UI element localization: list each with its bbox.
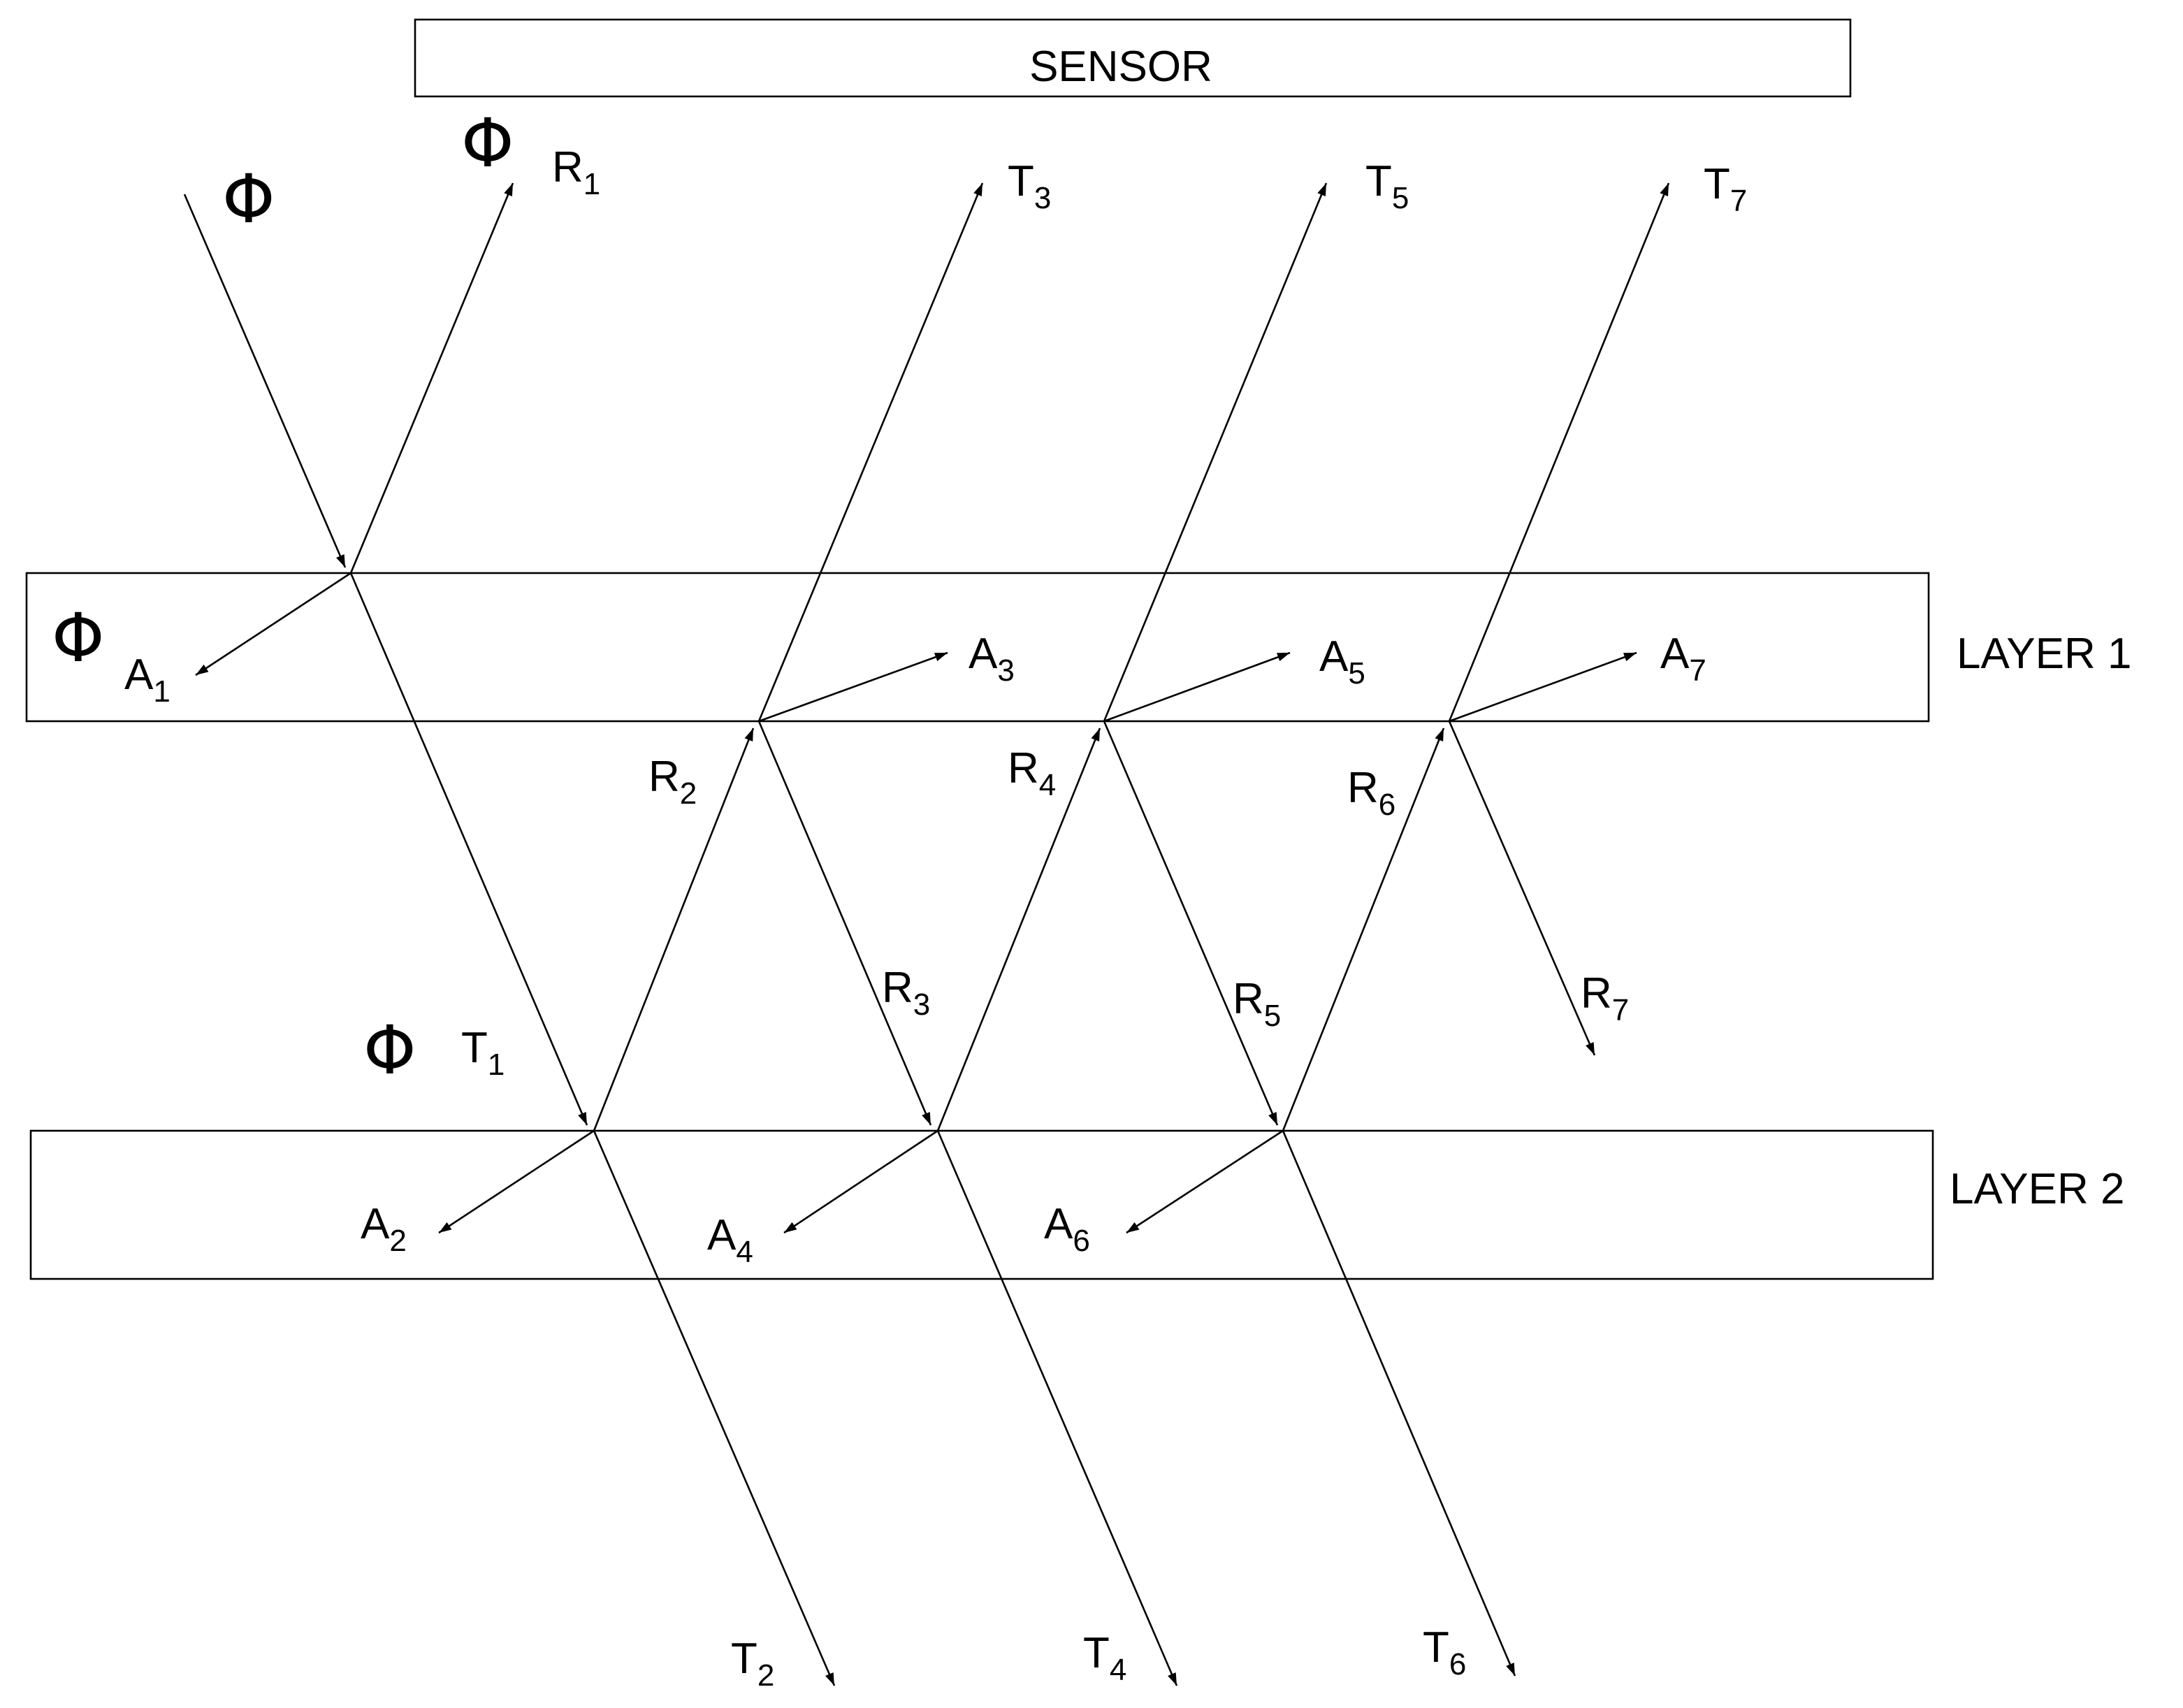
phi-reflected-symbol: Φ (461, 104, 514, 182)
label-a2: A2 (361, 1200, 407, 1258)
layer-2-box (29, 1129, 1934, 1280)
ray-t3 (757, 182, 984, 722)
ray-t6 (1282, 1130, 1516, 1677)
ray-t1 (349, 572, 588, 1126)
label-a3: A3 (969, 630, 1015, 688)
label-t3: T3 (1008, 157, 1051, 215)
label-r2: R2 (648, 753, 697, 811)
label-t5: T5 (1365, 157, 1409, 215)
ray-a1 (195, 572, 351, 676)
label-r1: R1 (552, 143, 600, 201)
label-t7: T7 (1704, 160, 1747, 218)
ray-r2 (593, 728, 755, 1131)
ray-a7 (1449, 651, 1637, 723)
label-a5: A5 (1319, 632, 1365, 690)
layer-2-label: LAYER 2 (1950, 1165, 2124, 1213)
ray-a3 (758, 651, 948, 723)
label-a7: A7 (1660, 630, 1706, 688)
label-a4: A4 (707, 1211, 753, 1269)
ray-r5 (1103, 721, 1279, 1126)
label-t4: T4 (1083, 1629, 1126, 1687)
ray-r1 (349, 182, 514, 574)
label-r3: R3 (882, 964, 930, 1022)
label-r5: R5 (1233, 975, 1281, 1033)
ray-a5 (1103, 651, 1291, 723)
ray-a6 (1126, 1129, 1284, 1234)
ray-t7 (1448, 182, 1670, 722)
ray-r3 (757, 721, 932, 1126)
label-t6: T6 (1423, 1623, 1466, 1681)
label-a1: A1 (124, 651, 171, 709)
ray-t4 (936, 1130, 1178, 1686)
phi-incident-symbol: Φ (222, 160, 275, 238)
label-r7: R7 (1581, 969, 1629, 1027)
label-a6: A6 (1044, 1200, 1090, 1258)
label-t2: T2 (731, 1635, 774, 1693)
ray-t2 (593, 1130, 836, 1686)
sensor-label: SENSOR (1029, 43, 1212, 91)
ray-a4 (783, 1129, 938, 1234)
layer-1-box (25, 572, 1930, 723)
ray-t5 (1103, 182, 1328, 722)
label-t1: T1 (461, 1024, 505, 1082)
ray-r6 (1282, 728, 1445, 1131)
ray-r7 (1448, 721, 1596, 1056)
incident-ray (183, 194, 347, 568)
label-r4: R4 (1008, 744, 1056, 802)
ray-a2 (438, 1129, 595, 1234)
ray-r4 (936, 728, 1101, 1131)
phi-transmitted-symbol: Φ (363, 1011, 416, 1090)
phi-absorbed-symbol: Φ (52, 599, 105, 677)
sensor-box (414, 18, 1852, 98)
layer-1-label: LAYER 1 (1957, 630, 2131, 678)
label-r6: R6 (1347, 764, 1395, 822)
